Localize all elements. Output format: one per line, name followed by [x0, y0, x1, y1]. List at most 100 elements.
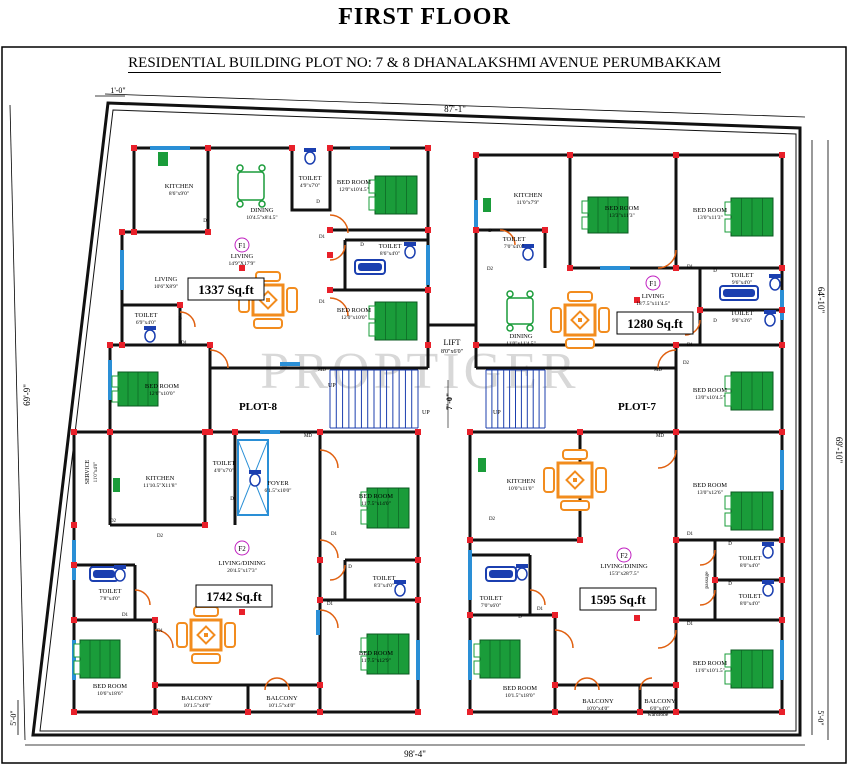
room-name: BALCONY [266, 695, 298, 702]
column [425, 227, 431, 233]
door-code: D1 [319, 235, 326, 240]
door-code: D2 [487, 267, 494, 272]
column [637, 709, 643, 715]
column [779, 307, 785, 313]
door-code: D2 [157, 534, 164, 539]
sofa-set-icon [550, 291, 610, 349]
column [577, 537, 583, 543]
door-code: D [203, 219, 207, 224]
stair-up-right: UP [493, 410, 501, 416]
door-code: D1 [327, 602, 334, 607]
stair-up-left: UP [328, 383, 336, 389]
door-code: D [728, 582, 732, 587]
column [473, 342, 479, 348]
room-size: 4'0"x7'0" [214, 468, 234, 474]
bed-icon [73, 639, 121, 679]
room-size: 7'0"x4'0" [504, 244, 524, 250]
door-swings [134, 214, 716, 691]
door-code: D1 [687, 343, 694, 348]
room-name: BED ROOM [359, 493, 393, 500]
room-size: 10'0"x11'0" [508, 486, 534, 492]
column [107, 429, 113, 435]
area-label-f1-left: 1337 Sq.ft [198, 282, 254, 297]
column [779, 342, 785, 348]
room-size: 13'0"x12'6" [697, 490, 723, 496]
door-code: D [316, 200, 320, 205]
passage-label: passage [704, 571, 710, 589]
column [415, 709, 421, 715]
bed-icon [360, 487, 410, 529]
column [567, 152, 573, 158]
room-name: FOYER [267, 480, 289, 487]
room-name: LIVING/DINING [600, 563, 648, 570]
room-name: KITCHEN [146, 475, 175, 482]
door-code: D [360, 243, 364, 248]
column [71, 429, 77, 435]
room-name: BED ROOM [337, 179, 371, 186]
dim-bottom-right-margin: 5'-0" [816, 710, 825, 725]
column [327, 287, 333, 293]
room-name: TOILET [480, 595, 503, 602]
column [71, 522, 77, 528]
room-name: BED ROOM [693, 482, 727, 489]
column [317, 597, 323, 603]
door-code: D2 [110, 519, 117, 524]
column [567, 265, 573, 271]
column [131, 145, 137, 151]
room-name: BED ROOM [693, 387, 727, 394]
door-code: D [728, 542, 732, 547]
room-name: KITCHEN [514, 192, 543, 199]
column [152, 617, 158, 623]
column [207, 429, 213, 435]
room-name: BED ROOM [503, 685, 537, 692]
column [207, 342, 213, 348]
room-name: LIVING [642, 293, 665, 300]
wc-icon [769, 274, 781, 291]
room-size: 18'7.5"x11'4.5" [636, 301, 670, 307]
column [119, 342, 125, 348]
door-code: D1 [157, 629, 164, 634]
room-name: BED ROOM [605, 205, 639, 212]
column [71, 709, 77, 715]
column [415, 557, 421, 563]
column [673, 152, 679, 158]
unit-tag: F2 [620, 552, 628, 560]
room-size: 9'6"x3'6" [732, 318, 752, 324]
room-name: TOILET [213, 460, 236, 467]
wc-icon [394, 580, 406, 597]
column [317, 429, 323, 435]
sofa-sets [176, 271, 610, 664]
room-size: 13'0"x10'4.5" [695, 395, 725, 401]
sheet-border [1, 46, 847, 764]
wc-fixtures [114, 148, 781, 597]
room-size: 6'0"x4'0" [650, 706, 670, 712]
dim-bottom-left-margin: 5'-0" [9, 710, 18, 725]
sofa-set-icon [176, 606, 236, 664]
room-name: DINING [250, 207, 273, 214]
column [327, 145, 333, 151]
page-title: FIRST FLOOR [338, 4, 511, 30]
room-name: BALCONY [644, 698, 676, 705]
door-code: D1 [331, 532, 338, 537]
column [577, 429, 583, 435]
column [552, 612, 558, 618]
column [779, 265, 785, 271]
column [425, 287, 431, 293]
column [202, 429, 208, 435]
room-size: 14'9"X17'9" [229, 261, 256, 267]
room-name: TOILET [503, 236, 526, 243]
room-size: 11'0"x11'4.5" [506, 341, 535, 347]
plot-7-label: PLOT-7 [618, 401, 657, 413]
door-code: D [178, 317, 182, 322]
dimension-lines [9, 93, 829, 746]
bathtub-icon [719, 285, 759, 301]
bed-icon [724, 491, 774, 531]
column [425, 342, 431, 348]
column [119, 229, 125, 235]
column [473, 152, 479, 158]
beds [73, 175, 774, 689]
unit-tag: F1 [238, 242, 246, 250]
room-size: 8'0"x4'0" [740, 563, 760, 569]
dining-tables [236, 164, 534, 332]
